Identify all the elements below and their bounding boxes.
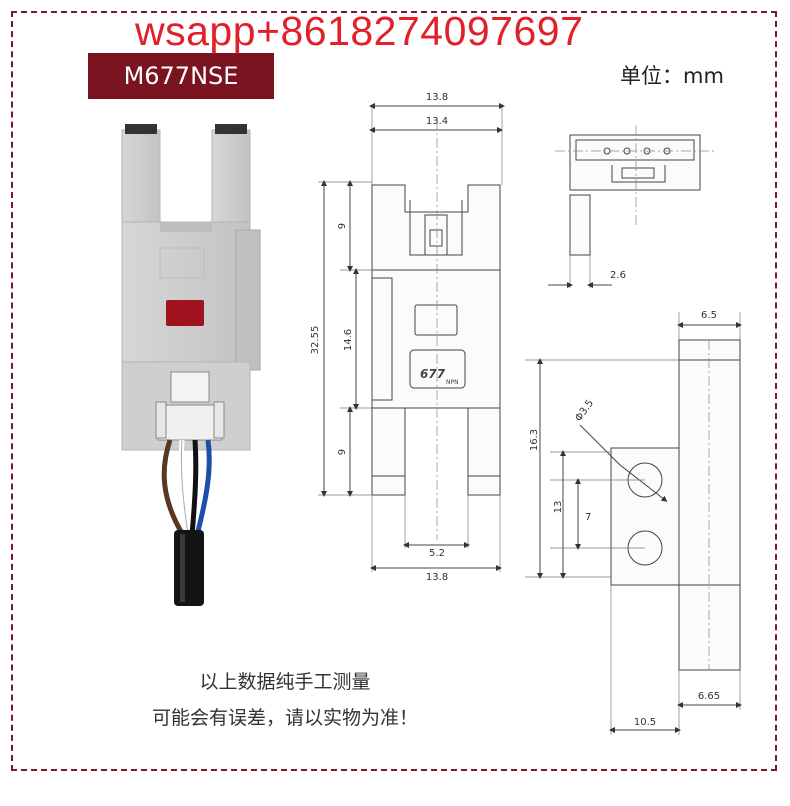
dim-side-bottom-outer: 10.5 <box>634 717 656 728</box>
note-line-2: 可能会有误差，请以实物为准！ <box>151 707 418 729</box>
dashed-border-frame <box>11 11 777 771</box>
watermark-text: wsapp+8618274097697 <box>135 8 584 54</box>
dim-front-width-bottom: 13.8 <box>426 572 448 583</box>
dim-side-hole-dia: Φ3.5 <box>573 398 596 424</box>
front-view-drawing <box>318 103 505 572</box>
dim-front-upper-slot: 9 <box>337 223 348 229</box>
dim-side-top-width: 6.5 <box>701 310 717 321</box>
logo-sub: NPN <box>446 379 459 386</box>
dim-side-height: 16.3 <box>529 429 540 451</box>
led-indicator <box>166 300 204 326</box>
dim-front-slot-width: 5.2 <box>429 548 445 559</box>
logo-text: 677 <box>420 367 446 381</box>
dim-side-hole-pitch: 13 <box>553 501 564 514</box>
note-line-1: 以上数据纯手工测量 <box>199 671 371 693</box>
top-view-drawing <box>548 125 715 288</box>
model-badge: M677NSE <box>88 53 274 99</box>
sensor-product-photo <box>121 124 261 606</box>
dim-front-width-outer: 13.8 <box>426 92 448 103</box>
dim-front-lower-slot: 9 <box>337 449 348 455</box>
dim-side-hole-offset: 7 <box>585 512 591 523</box>
side-view-drawing <box>525 312 742 735</box>
dim-side-bottom-inner: 6.65 <box>698 691 720 702</box>
dim-front-height-total: 32.55 <box>310 326 321 355</box>
dim-top-width: 2.6 <box>610 270 626 281</box>
dim-front-width-inner: 13.4 <box>426 116 448 127</box>
dim-front-middle: 14.6 <box>343 329 354 351</box>
unit-label: 单位：mm <box>620 64 724 88</box>
